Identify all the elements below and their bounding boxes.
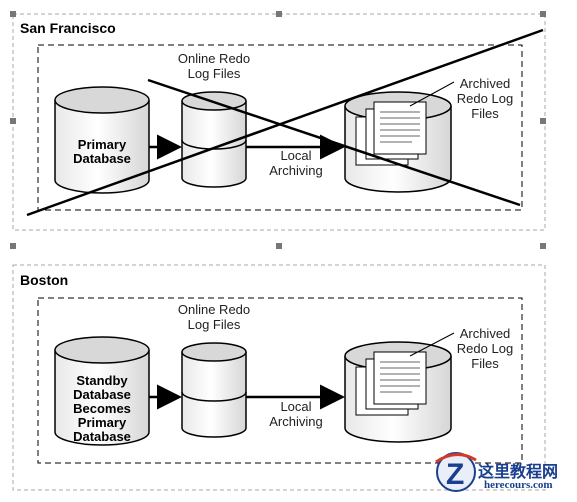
watermark-logo-icon: Z — [435, 452, 477, 492]
callout-line — [409, 81, 455, 107]
svg-text:Z: Z — [446, 458, 464, 491]
site-boundary — [37, 44, 523, 211]
watermark-url: herecours.com — [484, 479, 553, 491]
selection-handle[interactable] — [276, 11, 282, 17]
watermark-text: 这里教程网 — [478, 462, 559, 481]
document-icon — [373, 351, 427, 405]
online-redo-log-cylinder — [181, 342, 247, 438]
online-redo-label: Online Redo Log Files — [177, 302, 251, 332]
online-redo-label: Online Redo Log Files — [177, 51, 251, 81]
local-archiving-label: Local Archiving — [269, 148, 323, 178]
archived-redo-log-cylinder — [344, 341, 452, 443]
failure-cross-line — [26, 28, 544, 217]
selection-handle[interactable] — [10, 243, 16, 249]
archived-redo-label: Archived Redo Log Files — [456, 76, 514, 121]
local-archiving-label: Local Archiving — [269, 399, 323, 429]
archived-redo-label: Archived Redo Log Files — [456, 326, 514, 371]
panel-boston — [12, 264, 546, 491]
document-icon — [373, 101, 427, 155]
selection-handle[interactable] — [540, 11, 546, 17]
selection-handle[interactable] — [276, 243, 282, 249]
online-redo-log-cylinder — [181, 91, 247, 188]
failure-cross-line — [147, 78, 521, 207]
primary-database-cylinder — [54, 86, 150, 194]
panel-san-francisco — [10, 11, 546, 249]
callout-line — [409, 332, 455, 357]
primary-database-label: Primary Database — [73, 137, 131, 166]
selection-handle[interactable] — [540, 118, 546, 124]
site-boundary — [37, 297, 523, 464]
outer-frame — [12, 264, 546, 491]
standby-database-cylinder — [54, 336, 150, 446]
archived-redo-log-cylinder — [344, 91, 452, 193]
site-label-san-francisco: San Francisco — [20, 20, 116, 36]
standby-database-label: Standby Database Becomes Primary Databas… — [73, 373, 131, 444]
selection-handle[interactable] — [10, 118, 16, 124]
selection-handle[interactable] — [540, 243, 546, 249]
site-label-boston: Boston — [20, 272, 69, 288]
selection-handle[interactable] — [10, 11, 16, 17]
